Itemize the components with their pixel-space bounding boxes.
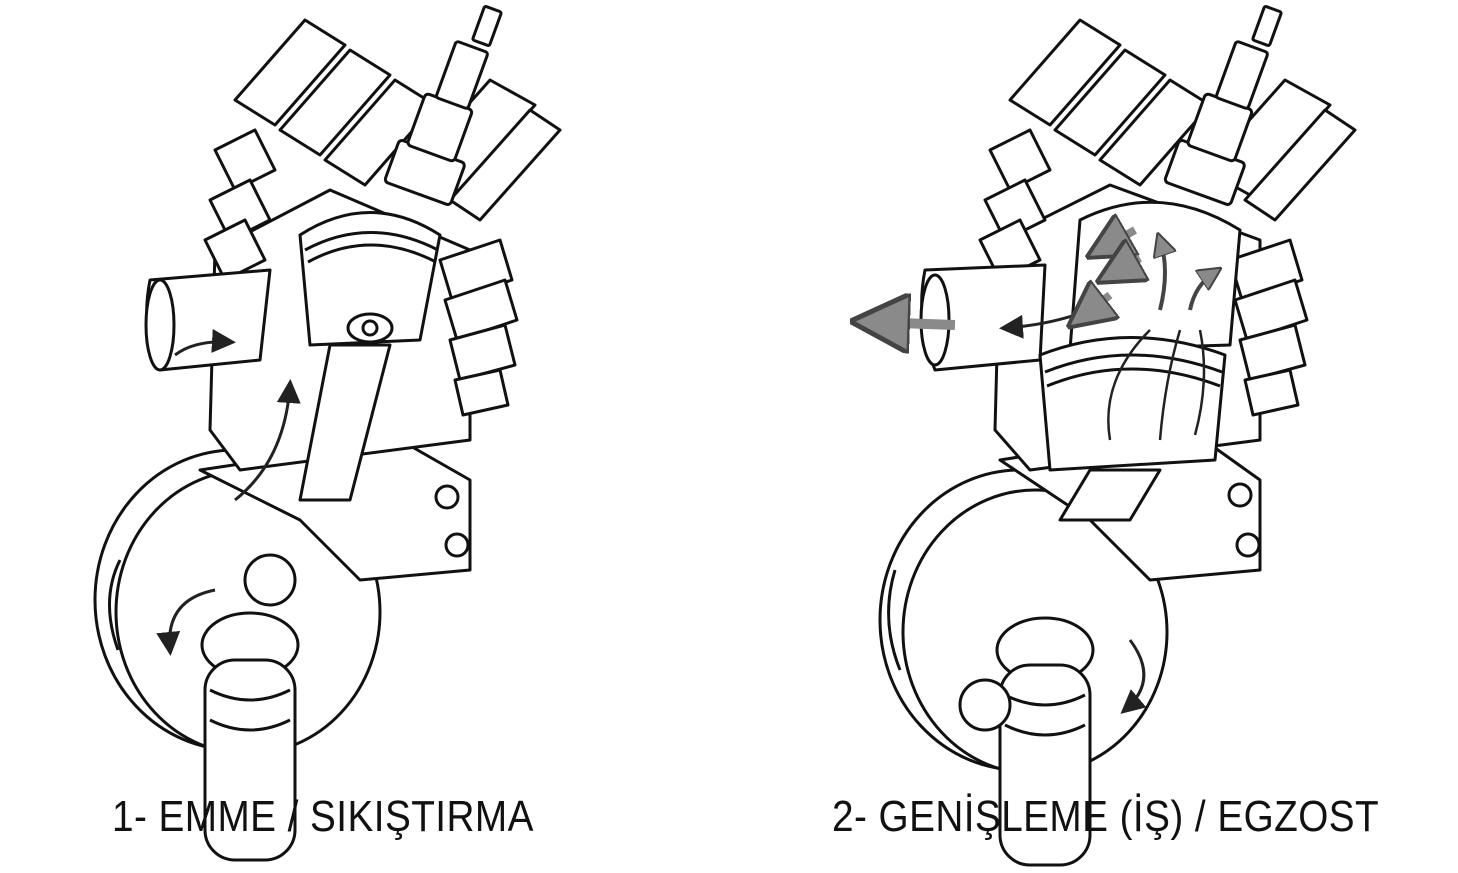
transfer-flow-arrow bbox=[234, 379, 301, 502]
rotation-arrow-right bbox=[1120, 639, 1147, 714]
crankshaft-right bbox=[995, 616, 1095, 867]
exhaust-flow-arrow-gray-out bbox=[870, 322, 956, 325]
chamber-flow-arrow-4 bbox=[1160, 240, 1165, 311]
crankshaft-left bbox=[200, 611, 300, 862]
piston-left bbox=[298, 211, 442, 347]
engine-genisleme-egzost bbox=[870, 5, 1357, 867]
chamber-flow-arrow-3 bbox=[1080, 295, 1110, 318]
intake-flow-arrow bbox=[174, 328, 236, 357]
cooling-fins-left bbox=[203, 18, 562, 417]
caption-expansion-exhaust: 2- GENİŞLEME (İŞ) / EGZOST bbox=[832, 792, 1380, 841]
transfer-streams-right bbox=[1107, 329, 1206, 441]
spark-plug-left bbox=[383, 5, 503, 206]
conrod-left bbox=[298, 343, 392, 502]
chamber-flow-arrow-5 bbox=[1188, 272, 1215, 311]
cooling-fins-right bbox=[978, 18, 1357, 417]
spark-plug-right bbox=[1163, 5, 1283, 206]
engine-emme-sikistirma bbox=[93, 5, 562, 862]
conrod-right bbox=[1058, 468, 1162, 522]
combustion-chamber-right bbox=[1068, 200, 1242, 352]
caption-intake-compression: 1- EMME / SIKIŞTIRMA bbox=[112, 792, 534, 841]
chamber-flow-arrow-2 bbox=[1110, 258, 1140, 275]
piston-right bbox=[1038, 336, 1227, 472]
rotation-arrow-left bbox=[156, 588, 216, 656]
